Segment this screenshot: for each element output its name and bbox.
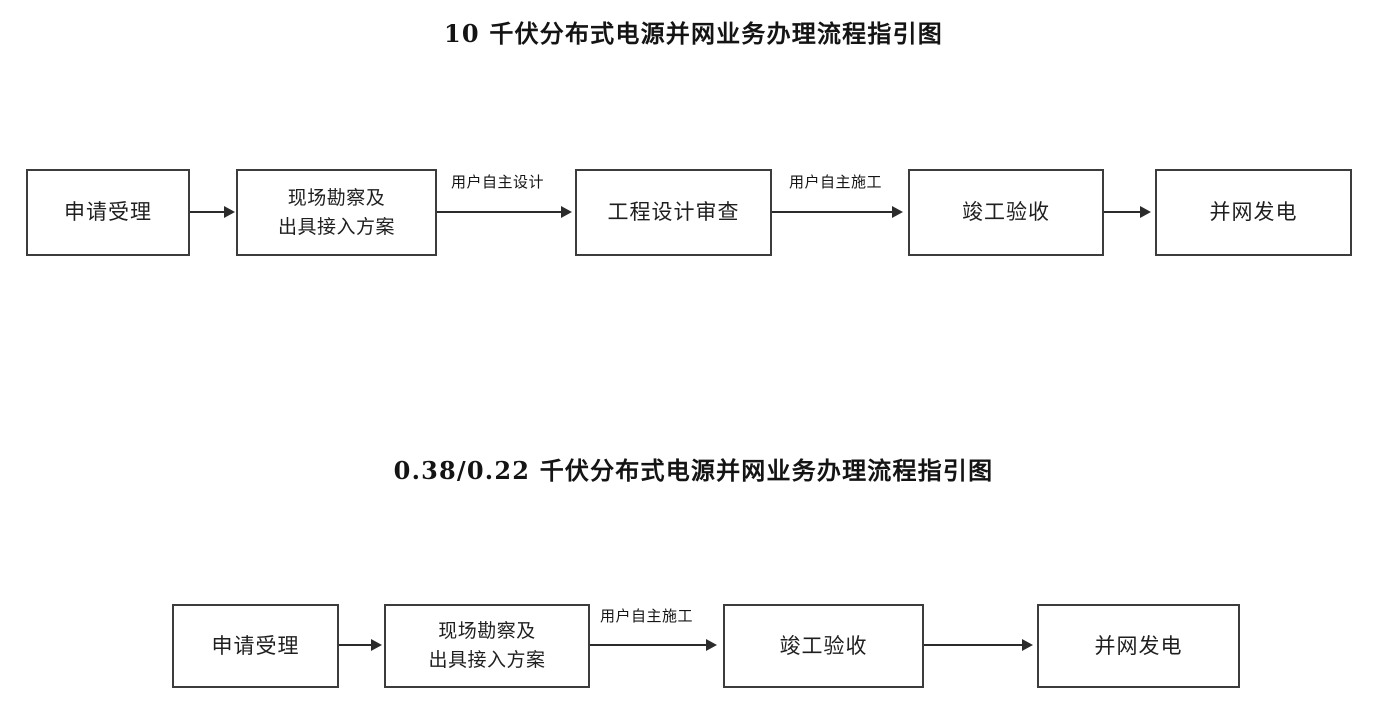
- node-apply-acceptance[interactable]: 申请受理: [26, 169, 190, 256]
- node-site-survey[interactable]: 现场勘察及 出具接入方案: [384, 604, 590, 688]
- flowchart-380v: 申请受理 现场勘察及 出具接入方案 用户自主施工 竣工验收 并网发电: [0, 595, 1387, 715]
- arrow-head-1: [371, 639, 382, 651]
- node-site-survey[interactable]: 现场勘察及 出具接入方案: [236, 169, 437, 256]
- connector-1: [190, 211, 226, 213]
- arrow-head-4: [1140, 206, 1151, 218]
- edge-label-user-construction: 用户自主施工: [789, 173, 883, 191]
- node-grid-connection-generation[interactable]: 并网发电: [1037, 604, 1240, 688]
- connector-3: [772, 211, 894, 213]
- connector-4: [1104, 211, 1142, 213]
- node-label: 竣工验收: [962, 200, 1050, 224]
- connector-2: [437, 211, 563, 213]
- diagram-title-10kv: 10 千伏分布式电源并网业务办理流程指引图: [444, 19, 943, 48]
- node-design-review[interactable]: 工程设计审查: [575, 169, 772, 256]
- connector-1: [339, 644, 373, 646]
- node-completion-acceptance[interactable]: 竣工验收: [723, 604, 924, 688]
- node-label: 并网发电: [1094, 633, 1183, 658]
- node-label: 现场勘察及 出具接入方案: [428, 620, 546, 671]
- edge-label-user-construction: 用户自主施工: [600, 607, 694, 625]
- node-label: 现场勘察及 出具接入方案: [277, 186, 395, 238]
- arrow-head-3: [1022, 639, 1033, 651]
- node-label: 申请受理: [211, 633, 300, 658]
- node-completion-acceptance[interactable]: 竣工验收: [908, 169, 1104, 256]
- connector-2: [590, 644, 708, 646]
- diagram-title-380v: 0.38/0.22 千伏分布式电源并网业务办理流程指引图: [393, 456, 994, 485]
- arrow-head-3: [892, 206, 903, 218]
- edge-label-user-design: 用户自主设计: [451, 173, 545, 191]
- arrow-head-1: [224, 206, 235, 218]
- node-label: 申请受理: [64, 200, 152, 224]
- node-label: 竣工验收: [779, 633, 868, 658]
- connector-3: [924, 644, 1024, 646]
- node-label: 并网发电: [1209, 200, 1298, 224]
- node-label: 工程设计审查: [607, 200, 740, 224]
- node-grid-connection-generation[interactable]: 并网发电: [1155, 169, 1352, 256]
- node-apply-acceptance[interactable]: 申请受理: [172, 604, 339, 688]
- flowchart-10kv: 申请受理 现场勘察及 出具接入方案 用户自主设计 工程设计审查 用户自主施工 竣…: [0, 160, 1387, 280]
- arrow-head-2: [561, 206, 572, 218]
- arrow-head-2: [706, 639, 717, 651]
